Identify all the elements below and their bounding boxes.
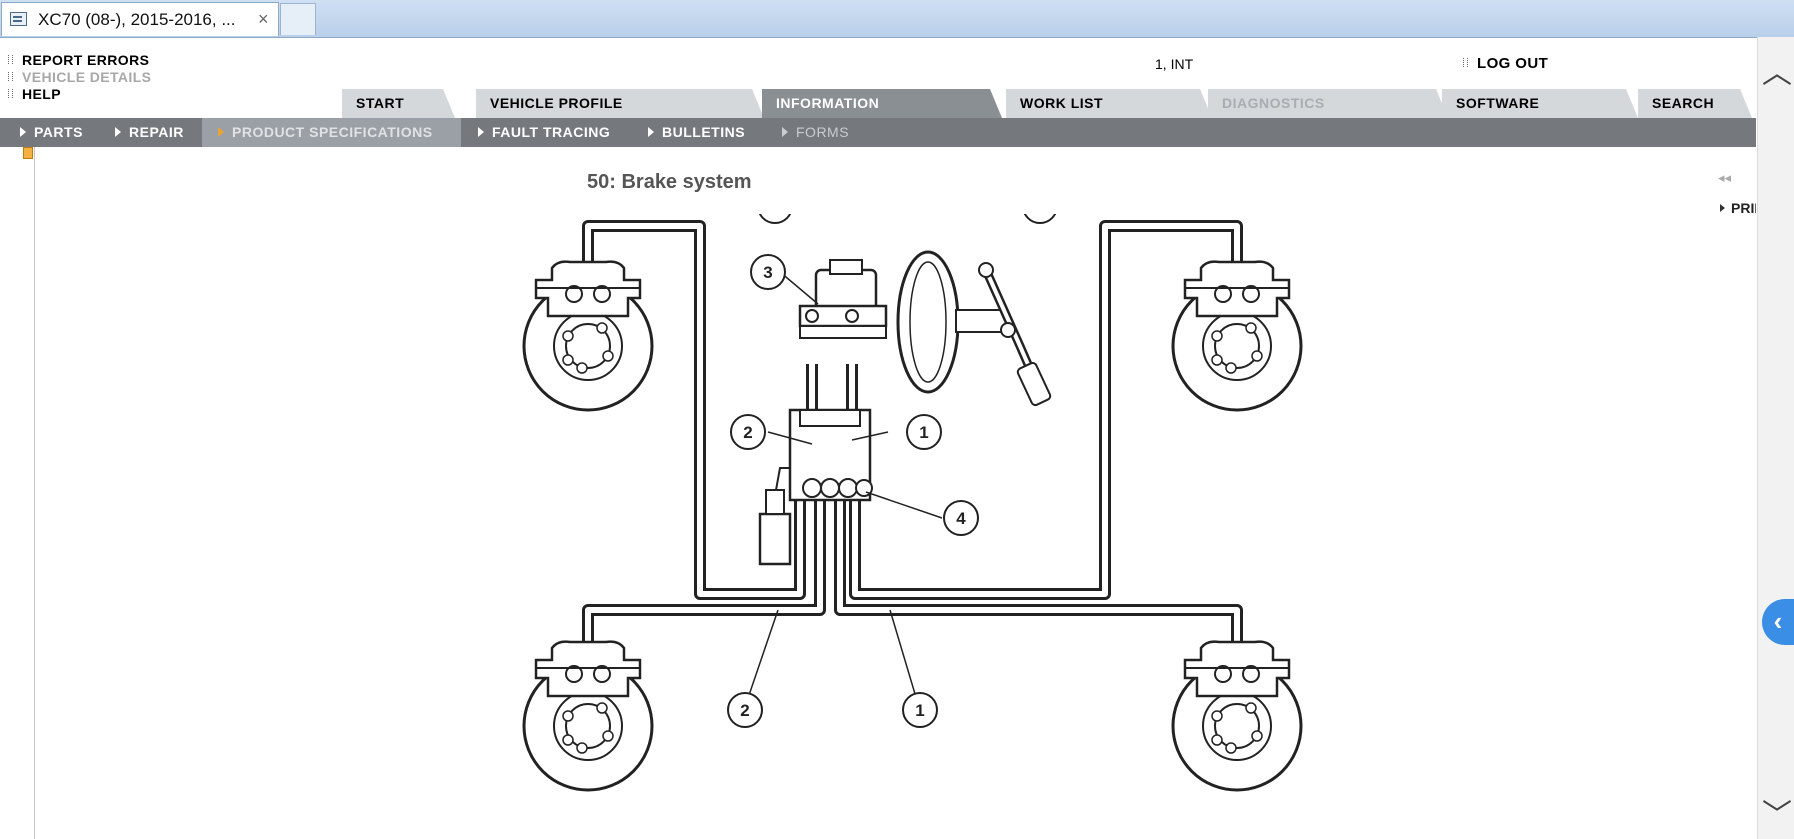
abs-modulator — [758, 408, 873, 566]
subnav-fault-tracing[interactable]: FAULT TRACING — [478, 118, 610, 147]
browser-tab-strip: XC70 (08-), 2015-2016, ... × — [0, 0, 1794, 38]
vertical-scrollbar[interactable] — [1757, 37, 1794, 839]
callout-2-lower-label: 2 — [740, 701, 749, 720]
callout-2-lower: 2 — [727, 692, 763, 728]
bookmark-icon[interactable] — [23, 147, 33, 159]
callout-3-label: 3 — [763, 263, 772, 282]
subnav-parts[interactable]: PARTS — [20, 118, 83, 147]
report-errors-link[interactable]: REPORT ERRORS — [8, 52, 151, 69]
tab-information[interactable]: INFORMATION — [762, 89, 1002, 118]
tab-work-list[interactable]: WORK LIST — [1006, 89, 1212, 118]
subnav-bulletins[interactable]: BULLETINS — [648, 118, 745, 147]
brake-pedal — [978, 262, 1052, 407]
callout-4-label: 4 — [956, 509, 966, 528]
arrow-right-icon — [782, 127, 788, 137]
chevron-up-icon[interactable]: ︿ — [1762, 56, 1792, 91]
previous-icon[interactable]: ◂◂ — [1718, 170, 1732, 185]
help-link[interactable]: HELP — [8, 86, 151, 103]
document-icon — [10, 12, 27, 26]
close-tab-icon[interactable]: × — [258, 9, 269, 29]
chevron-down-icon[interactable]: ﹀ — [1762, 798, 1792, 833]
arrow-right-icon — [648, 127, 654, 137]
master-cylinder — [798, 259, 888, 339]
arrow-right-icon — [115, 127, 121, 137]
callout-2-upper: 2 — [730, 414, 766, 450]
print-link[interactable]: PRINT — [1720, 200, 1756, 216]
wheel-front-right — [1171, 260, 1303, 412]
browser-tab[interactable]: XC70 (08-), 2015-2016, ... × — [1, 2, 279, 36]
callout-top-left — [758, 214, 792, 224]
arrow-right-icon — [218, 127, 224, 137]
tab-software[interactable]: SOFTWARE — [1442, 89, 1638, 118]
new-tab-button[interactable] — [280, 3, 316, 35]
brake-system-diagram: 1 2 3 4 2 1 — [522, 214, 1303, 792]
top-links: REPORT ERRORS VEHICLE DETAILS HELP — [8, 52, 151, 103]
callout-4: 4 — [943, 500, 979, 536]
arrow-right-icon — [478, 127, 484, 137]
tab-diagnostics: DIAGNOSTICS — [1208, 89, 1448, 118]
bullet-icon — [1463, 58, 1468, 67]
callout-top-right — [1023, 214, 1057, 224]
callout-1-lower: 1 — [902, 692, 938, 728]
subnav-repair[interactable]: REPAIR — [115, 118, 184, 147]
tab-start[interactable]: START — [342, 89, 455, 118]
chevron-left-icon[interactable]: ‹ — [1762, 599, 1794, 645]
wheel-front-left — [522, 260, 654, 412]
wheel-rear-left — [522, 640, 654, 792]
bullet-icon — [8, 55, 13, 64]
bullet-icon — [8, 72, 13, 81]
wheel-rear-right — [1171, 640, 1303, 792]
callout-1-upper: 1 — [906, 414, 942, 450]
page-title: 50: Brake system — [587, 171, 752, 193]
tab-search[interactable]: SEARCH — [1638, 89, 1752, 118]
user-info: 1, INT — [1155, 56, 1194, 72]
callout-3: 3 — [750, 254, 786, 290]
tab-vehicle-profile[interactable]: VEHICLE PROFILE — [476, 89, 764, 118]
browser-tab-title: XC70 (08-), 2015-2016, ... — [38, 10, 236, 29]
arrow-right-icon — [20, 127, 26, 137]
content-left-border — [34, 147, 35, 839]
sub-navigation: PARTS REPAIR PRODUCT SPECIFICATIONS FAUL… — [0, 118, 1756, 147]
subnav-product-specifications[interactable]: PRODUCT SPECIFICATIONS — [202, 118, 461, 147]
bullet-icon — [8, 89, 13, 98]
subnav-forms: FORMS — [782, 118, 849, 147]
callout-1-lower-label: 1 — [915, 701, 924, 720]
vehicle-details-link[interactable]: VEHICLE DETAILS — [8, 69, 151, 86]
log-out-link[interactable]: LOG OUT — [1463, 55, 1548, 72]
arrow-right-icon — [1720, 204, 1725, 212]
callout-2-upper-label: 2 — [743, 423, 752, 442]
callout-markers: 1 2 3 4 2 1 — [727, 214, 1057, 728]
callout-1-upper-label: 1 — [919, 423, 928, 442]
